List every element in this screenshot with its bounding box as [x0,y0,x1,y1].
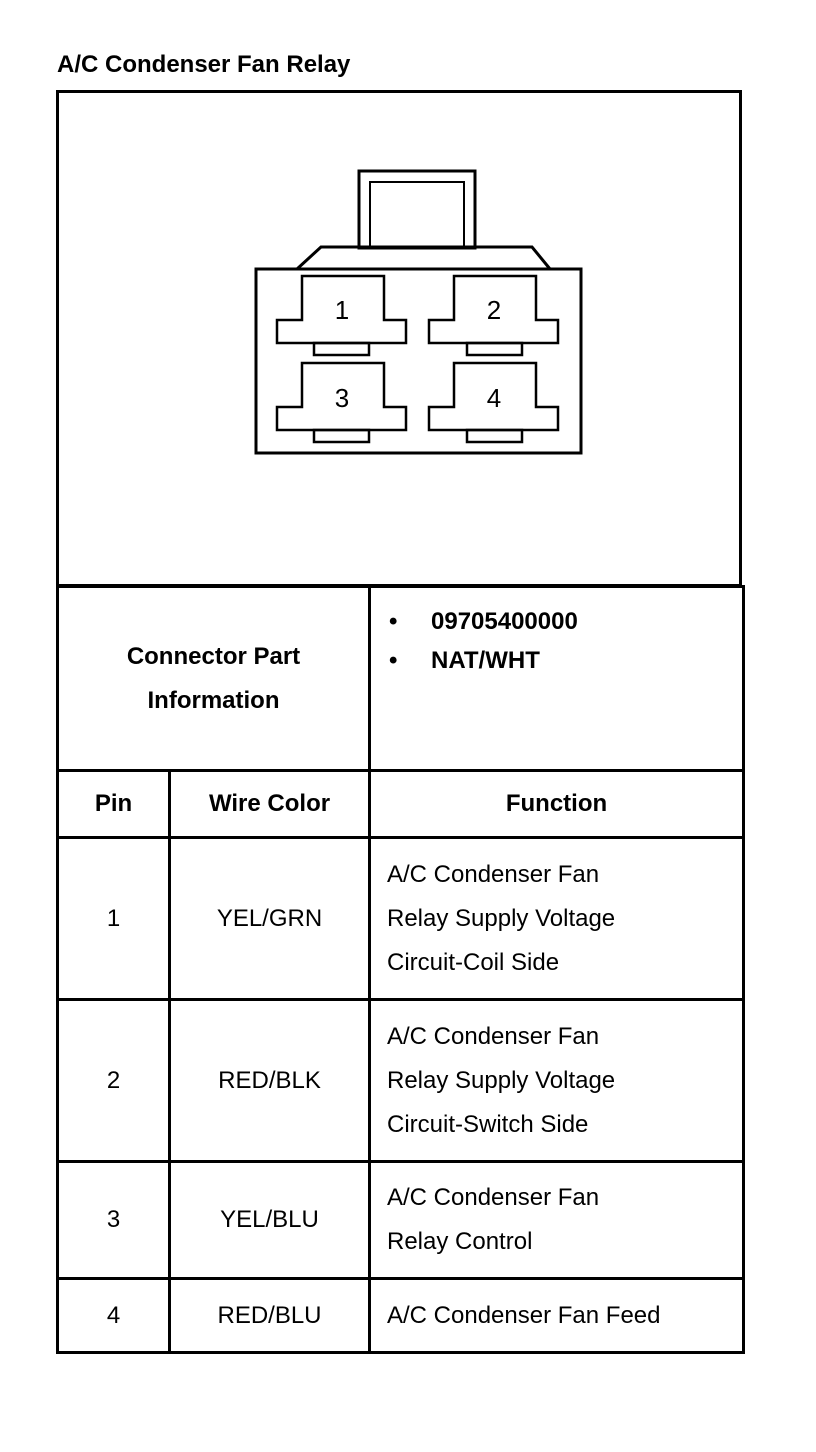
header-wire-color: Wire Color [168,769,371,839]
connector-latch-inner [369,181,465,249]
page-title: A/C Condenser Fan Relay [57,51,351,78]
connector-color: NAT/WHT [431,647,540,674]
pinout-table: Connector Part Information • 09705400000 … [56,585,745,1354]
part-info-item: • 09705400000 [385,602,742,641]
pin-function: A/C Condenser Fan Relay Control [368,1160,745,1280]
function-line: A/C Condenser Fan [387,1184,600,1211]
connector-shoulder [295,245,552,271]
cavity-3-label: 3 [335,383,349,413]
header-function: Function [368,769,745,839]
cavity-3-outline [275,361,408,432]
function-line: Relay Supply Voltage [387,1066,616,1094]
wire-color: RED/BLK [168,998,371,1163]
cavity-3-tab [312,428,371,444]
function-line: Circuit-Switch Side [387,1110,589,1138]
pin-function: A/C Condenser Fan Relay Supply Voltage C… [368,998,745,1163]
wire-color: YEL/GRN [168,836,371,1001]
connector-face-diagram: 1 2 3 4 [254,169,583,455]
part-info-label: Connector Part Information [56,585,371,772]
part-info-row: Connector Part Information • 09705400000 … [56,585,745,772]
function-line: Relay Control [387,1228,533,1255]
bullet-icon: • [389,647,398,674]
pin-number: 2 [56,998,171,1163]
table-row: 2 RED/BLK A/C Condenser Fan Relay Supply… [56,998,745,1163]
part-info-values: • 09705400000 • NAT/WHT [368,585,745,772]
pin-number: 1 [56,836,171,1001]
cavity-1-tab [312,341,371,357]
function-line: Circuit-Coil Side [387,948,560,976]
function-line: A/C Condenser Fan [387,860,600,888]
bullet-icon: • [389,608,398,635]
pin-function: A/C Condenser Fan Feed [368,1277,745,1354]
table-header-row: Pin Wire Color Function [56,769,745,839]
wire-color: RED/BLU [168,1277,371,1354]
pin-function: A/C Condenser Fan Relay Supply Voltage C… [368,836,745,1001]
connector-body [254,267,583,455]
header-pin: Pin [56,769,171,839]
cavity-1-label: 1 [335,295,349,325]
part-number: 09705400000 [431,608,578,635]
table-row: 4 RED/BLU A/C Condenser Fan Feed [56,1277,745,1354]
cavity-4-tab [465,428,524,444]
function-line: A/C Condenser Fan [387,1022,600,1050]
cavity-1-outline [275,274,408,345]
pin-number: 4 [56,1277,171,1354]
cavity-4-label: 4 [487,383,501,413]
part-info-label-text: Connector Part Information [126,642,301,714]
table-row: 3 YEL/BLU A/C Condenser Fan Relay Contro… [56,1160,745,1280]
cavity-4-outline [427,361,560,432]
cavity-2-label: 2 [487,295,501,325]
pin-number: 3 [56,1160,171,1280]
cavity-2-tab [465,341,524,357]
function-line: A/C Condenser Fan Feed [387,1301,661,1329]
wire-color: YEL/BLU [168,1160,371,1280]
part-info-item: • NAT/WHT [385,641,742,680]
function-line: Relay Supply Voltage [387,904,616,932]
cavity-2-outline [427,274,560,345]
table-row: 1 YEL/GRN A/C Condenser Fan Relay Supply… [56,836,745,1001]
connector-figure: 1 2 3 4 [56,90,742,587]
